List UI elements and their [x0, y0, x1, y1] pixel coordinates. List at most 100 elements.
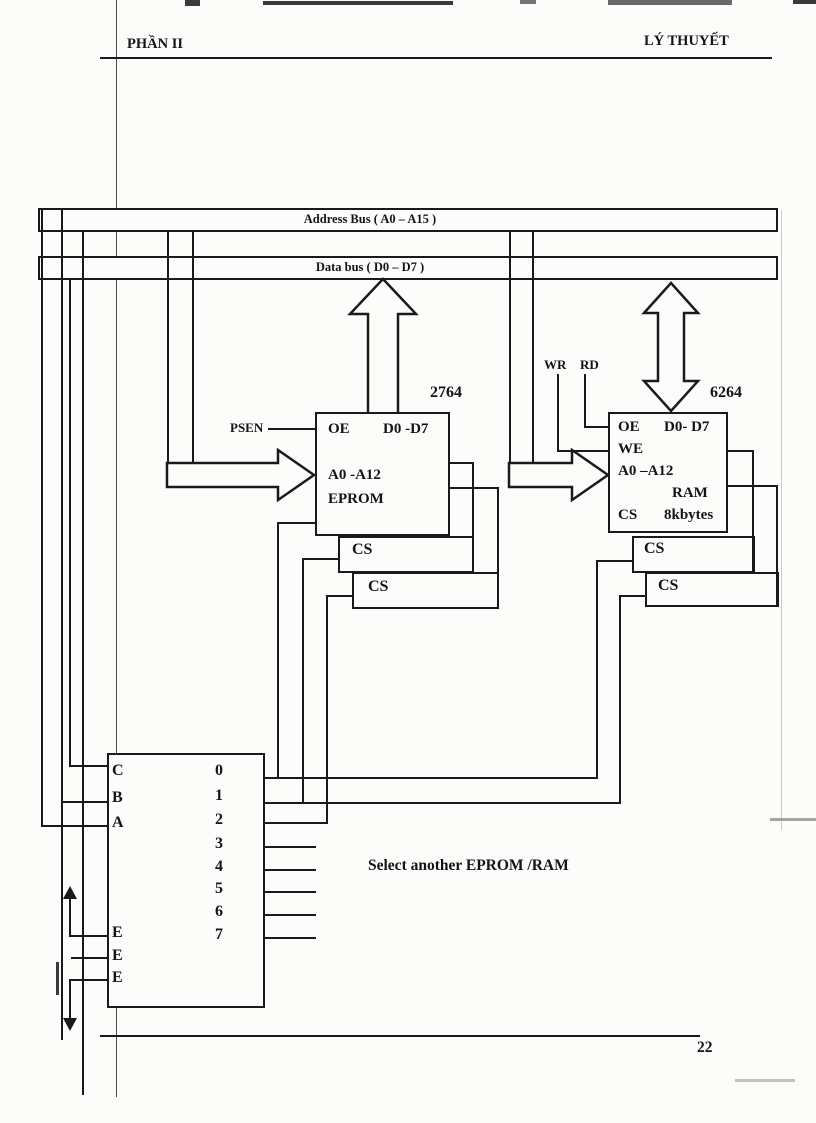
out0-into-eprom [277, 522, 317, 524]
scan-artifact [56, 962, 59, 995]
enable3-drop [69, 979, 71, 1019]
ram-cs1-feedback-drop [752, 450, 754, 572]
decoder-enable-3: E [112, 969, 123, 986]
decoder-output-7: 7 [215, 926, 223, 943]
eprom-cs2-label: CS [368, 578, 389, 595]
wr-wire-drop [557, 374, 559, 452]
decoder-enable-1: E [112, 924, 123, 941]
decoder-output-1: 1 [215, 787, 223, 804]
out1-rise-ram [619, 595, 621, 804]
right-margin-line [781, 210, 782, 830]
ram-cs2-label: CS [658, 577, 679, 594]
wire-addr-eprom-2 [192, 231, 194, 463]
wire-addr-ram-1 [509, 231, 511, 463]
decoder-output-5: 5 [215, 880, 223, 897]
addr-arrow-eprom-icon [165, 447, 317, 503]
scan-artifact [735, 1079, 795, 1082]
ram-data-label: D0- D7 [664, 419, 710, 435]
addr-arrow-ram-icon [507, 447, 611, 503]
enable1-wire [69, 935, 109, 937]
psen-wire [268, 428, 315, 430]
rd-label: RD [580, 357, 599, 372]
decoder-out6-stub [264, 914, 316, 916]
data-bus-bar [38, 256, 778, 280]
eprom-cs2-box [352, 572, 499, 609]
decoder-output-4: 4 [215, 858, 223, 875]
wire-to-decoder-c [69, 280, 71, 767]
address-bus-bar [38, 208, 778, 232]
out1-into-eprom-cs1 [302, 558, 340, 560]
enable1-rise [69, 897, 71, 937]
out0-into-ram-cs1 [596, 560, 634, 562]
wire-a15-to-decoder-a [41, 210, 43, 826]
wire-a14-to-decoder-b [61, 210, 63, 1040]
decoder-c-wire [69, 765, 109, 767]
scan-artifact [185, 0, 200, 6]
decoder-input-a: A [112, 814, 124, 831]
decoder-out7-stub [264, 937, 316, 939]
eprom-name-label: EPROM [328, 491, 384, 507]
gnd-arrow-icon [63, 1018, 77, 1031]
wire-addr-ram-2 [532, 231, 534, 463]
out1-into-ram-cs2 [619, 595, 647, 597]
scan-artifact [520, 0, 536, 4]
rd-wire-in [584, 426, 610, 428]
header-section: PHẦN II [127, 36, 183, 52]
out0-rise-eprom [277, 522, 279, 779]
ram-cs-label: CS [618, 507, 638, 523]
ram-cs2-feedback-wire [728, 485, 778, 487]
address-bus-label: Address Bus ( A0 – A15 ) [303, 212, 437, 226]
decoder-out1-wire [264, 802, 621, 804]
decoder-output-3: 3 [215, 835, 223, 852]
rd-wire-drop [584, 374, 586, 428]
psen-label: PSEN [230, 420, 264, 435]
ram-addr-label: A0 –A12 [618, 463, 674, 479]
ram-part-number: 6264 [710, 384, 742, 401]
scan-artifact [263, 1, 453, 5]
enable3-wire [69, 979, 109, 981]
decoder-output-2: 2 [215, 811, 223, 828]
out1-rise-eprom [302, 558, 304, 804]
eprom-addr-label: A0 -A12 [328, 467, 381, 483]
left-margin-line [116, 0, 117, 1097]
wire-addr-eprom-1 [167, 231, 169, 463]
decoder-chip [107, 753, 265, 1008]
decoder-output-0: 0 [215, 762, 223, 779]
header-title: LÝ THUYẾT [644, 33, 729, 49]
decoder-out2-wire [264, 822, 328, 824]
decoder-input-b: B [112, 789, 123, 806]
decoder-output-6: 6 [215, 903, 223, 920]
eprom-cs2-feedback-wire [450, 487, 499, 489]
eprom-cs2-feedback-drop [497, 487, 499, 608]
eprom-data-label: D0 -D7 [383, 421, 429, 437]
eprom-oe-label: OE [328, 421, 350, 437]
ram-cs2-feedback-drop [776, 485, 778, 606]
wire-left-long [82, 232, 84, 1095]
eprom-cs1-label: CS [352, 541, 373, 558]
out2-rise-eprom [326, 595, 328, 824]
ram-cs1-feedback-wire [728, 450, 754, 452]
ram-chip [608, 412, 728, 533]
data-arrow-ram-icon [641, 281, 701, 413]
decoder-b-wire [61, 801, 109, 803]
ram-cs2-box [645, 572, 779, 607]
data-arrow-eprom-icon [347, 277, 419, 416]
eprom-cs1-feedback-wire [450, 462, 474, 464]
page-number: 22 [697, 1039, 713, 1056]
ram-oe-label: OE [618, 419, 640, 435]
eprom-cs1-feedback-drop [472, 462, 474, 572]
scan-artifact [608, 0, 732, 5]
header-rule [100, 57, 772, 59]
ram-size-label: 8kbytes [664, 507, 714, 523]
decoder-out0-wire [264, 777, 598, 779]
decoder-out4-stub [264, 869, 316, 871]
ram-name-label: RAM [672, 485, 708, 501]
wr-label: WR [544, 357, 567, 372]
out0-rise-ram [596, 560, 598, 779]
decoder-a-wire [41, 825, 109, 827]
eprom-cs1-box [338, 536, 474, 573]
ram-cs1-label: CS [644, 540, 665, 557]
ram-we-label: WE [618, 441, 644, 457]
data-bus-label: Data bus ( D0 – D7 ) [315, 260, 425, 274]
